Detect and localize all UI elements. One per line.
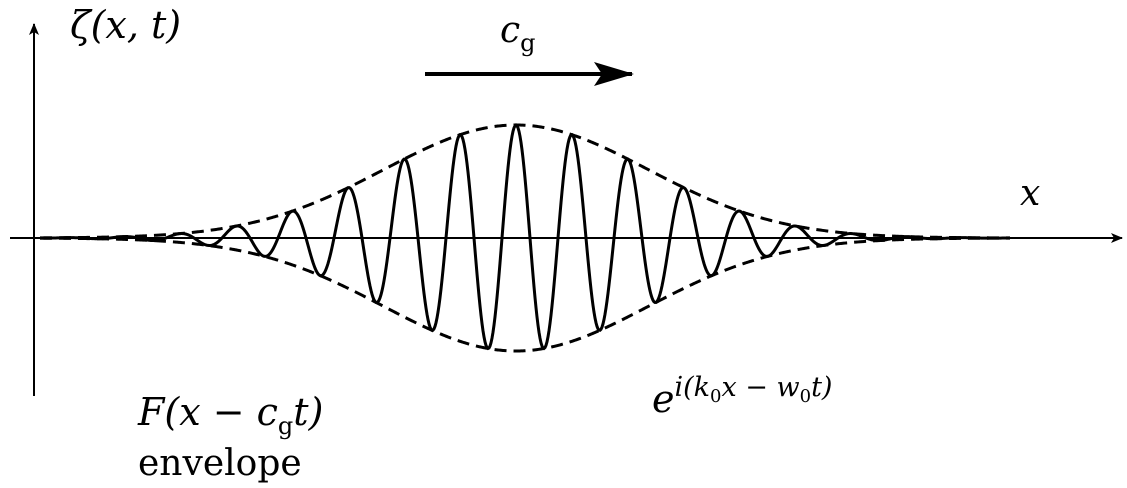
carrier-exp-mid: x − w <box>721 372 799 403</box>
carrier-exp-sub1: 0 <box>710 386 721 407</box>
carrier-exp-sub2: 0 <box>800 386 811 407</box>
carrier-exp-prefix: i(k <box>675 372 711 403</box>
group-velocity-subscript: g <box>520 29 535 57</box>
envelope-sub: g <box>278 412 293 440</box>
group-velocity-symbol: c <box>500 10 520 51</box>
y-axis-symbol: ζ <box>70 3 93 47</box>
envelope-lower-curve <box>40 236 1011 353</box>
envelope-func: F <box>137 390 166 434</box>
envelope-upper-curve <box>40 123 1011 240</box>
envelope-caption: envelope <box>138 443 302 484</box>
envelope-open: (x − c <box>164 390 278 434</box>
carrier-base: e <box>652 377 675 421</box>
carrier-exp-suffix: t) <box>811 372 832 403</box>
carrier-formula: ei(k0x − w0t) <box>652 372 832 421</box>
envelope-close: t) <box>293 390 323 434</box>
x-axis-label: x <box>1020 173 1040 214</box>
group-velocity-label: cg <box>500 10 536 57</box>
y-axis-args: (x, t) <box>91 3 182 47</box>
y-axis-label: ζ(x, t) <box>70 3 181 47</box>
carrier-wave-curve <box>40 123 1011 351</box>
envelope-formula: F(x − cgt) <box>137 390 323 440</box>
